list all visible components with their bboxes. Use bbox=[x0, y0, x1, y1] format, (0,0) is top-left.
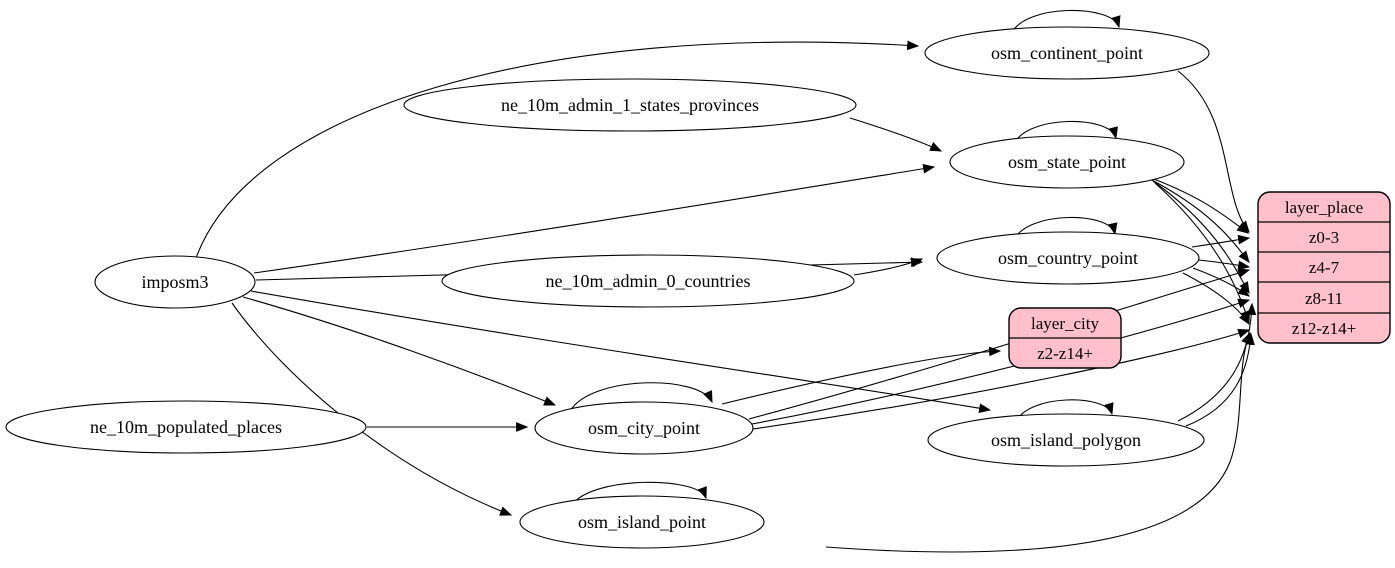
edge-osm_island_point-layer_place-z12-z14 bbox=[825, 331, 1251, 553]
edge-osm_state_point-layer_place-z8-11 bbox=[1152, 180, 1250, 295]
osm_island_point-shape bbox=[519, 495, 765, 549]
osm_city_point-shape bbox=[534, 401, 754, 455]
imposm3-label: imposm3 bbox=[141, 272, 208, 292]
imposm3-shape bbox=[94, 255, 256, 309]
edge-loop-osm_country_point bbox=[1013, 216, 1118, 241]
osm_island_point-label: osm_island_point bbox=[578, 512, 706, 532]
osm_state_point-label: osm_state_point bbox=[1008, 152, 1126, 172]
edge-osm_island_polygon-layer_place-z12-z14 bbox=[1185, 332, 1255, 427]
nodes-group: imposm3 ne_10m_admin_1_states_provinces … bbox=[5, 26, 1391, 549]
ne_10m_admin_1_states_provinces-label: ne_10m_admin_1_states_provinces bbox=[501, 95, 759, 115]
layer_city-title: layer_city bbox=[1031, 314, 1099, 333]
edge-osm_country_point-layer_place-z12-z14 bbox=[1182, 272, 1250, 326]
ne_10m_admin_1_states_provinces-shape bbox=[403, 78, 857, 132]
node-osm_country_point: osm_country_point bbox=[936, 231, 1200, 285]
edge-osm_state_point-layer_place-z12-z14 bbox=[1154, 182, 1251, 324]
node-ne_10m_admin_1_states_provinces: ne_10m_admin_1_states_provinces bbox=[403, 78, 857, 132]
osm_island_polygon-shape bbox=[927, 413, 1205, 467]
edge-imposm3-osm_city_point bbox=[242, 296, 557, 406]
edge-osm_country_point-layer_place-z4-7 bbox=[1197, 259, 1251, 271]
node-ne_10m_admin_0_countries: ne_10m_admin_0_countries bbox=[441, 254, 855, 308]
edge-loop-osm_city_point bbox=[569, 382, 713, 412]
edge-loop-osm_continent_point bbox=[1011, 9, 1121, 34]
osm_continent_point-shape bbox=[924, 26, 1210, 80]
node-imposm3: imposm3 bbox=[94, 255, 256, 309]
node-osm_city_point: osm_city_point bbox=[534, 401, 754, 455]
edge-osm_country_point-layer_place-z8-11 bbox=[1192, 267, 1250, 297]
edge-osm_state_point-layer_place-z4-7 bbox=[1149, 178, 1250, 263]
osm_island_polygon-label: osm_island_polygon bbox=[991, 430, 1141, 450]
node-osm_state_point: osm_state_point bbox=[949, 135, 1185, 189]
osm_state_point-shape bbox=[949, 135, 1185, 189]
osm_country_point-shape bbox=[936, 231, 1200, 285]
osm_city_point-label: osm_city_point bbox=[588, 418, 700, 438]
ne_10m_populated_places-shape bbox=[5, 400, 367, 454]
layer_place-shape bbox=[1257, 191, 1391, 344]
node-osm_continent_point: osm_continent_point bbox=[924, 26, 1210, 80]
node-osm_island_point: osm_island_point bbox=[519, 495, 765, 549]
node-ne_10m_populated_places: ne_10m_populated_places bbox=[5, 400, 367, 454]
edge-ne_10m_admin_1_states_provinces-osm_state_point bbox=[849, 117, 943, 152]
layer_place-row-z4-7: z4-7 bbox=[1309, 258, 1340, 277]
layer_place-row-z8-11: z8-11 bbox=[1305, 289, 1343, 308]
edge-ne_10m_admin_0_countries-osm_country_point bbox=[853, 258, 924, 276]
node-layer_city: layer_city z2-z14+ bbox=[1008, 307, 1122, 369]
edge-osm_country_point-layer_place-z0-3 bbox=[1191, 234, 1251, 248]
layer_place-title: layer_place bbox=[1285, 198, 1363, 217]
edge-osm_state_point-layer_place-z0-3 bbox=[1145, 175, 1249, 234]
ne_10m_admin_0_countries-shape bbox=[441, 254, 855, 308]
edge-osm_continent_point-layer_place-z0-3 bbox=[1177, 70, 1250, 233]
osm_country_point-label: osm_country_point bbox=[998, 248, 1138, 268]
edge-osm_city_point-layer_place-z12-z14 bbox=[752, 328, 1251, 430]
edge-loop-osm_state_point bbox=[1013, 120, 1118, 145]
osm_continent_point-label: osm_continent_point bbox=[991, 43, 1143, 63]
ne_10m_admin_0_countries-label: ne_10m_admin_0_countries bbox=[546, 271, 751, 291]
edge-imposm3-osm_state_point bbox=[253, 163, 936, 274]
ne_10m_populated_places-label: ne_10m_populated_places bbox=[90, 417, 282, 437]
layer_city-row-z2-z14: z2-z14+ bbox=[1037, 344, 1093, 363]
edge-osm_city_point-layer_place-z8-11 bbox=[751, 298, 1251, 425]
layer_place-row-z12-z14: z12-z14+ bbox=[1292, 319, 1356, 338]
edge-osm_island_polygon-layer_place-z8-11 bbox=[1177, 302, 1257, 422]
node-osm_island_polygon: osm_island_polygon bbox=[927, 413, 1205, 467]
edge-imposm3-osm_island_polygon bbox=[250, 290, 992, 413]
edge-imposm3-osm_continent_point bbox=[195, 40, 920, 259]
edge-loop-osm_island_point bbox=[571, 481, 707, 506]
node-layer_place: layer_place z0-3 z4-7 z8-11 z12-z14+ bbox=[1257, 191, 1391, 344]
edge-loop-osm_island_polygon bbox=[1015, 399, 1114, 423]
layer_place-row-z0-3: z0-3 bbox=[1309, 228, 1339, 247]
